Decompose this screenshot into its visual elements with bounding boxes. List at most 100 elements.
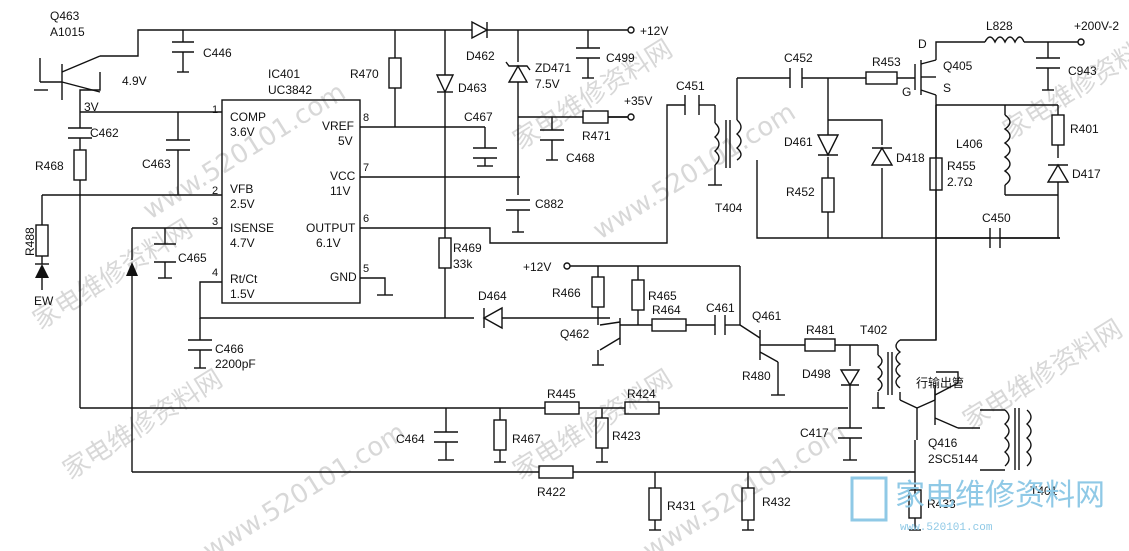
zd471-value: 7.5V <box>535 77 560 91</box>
capacitor-c463: C463 <box>142 139 190 171</box>
resistor-r433: R433 <box>908 489 956 519</box>
p200-label: +200V-2 <box>1074 19 1119 33</box>
pin1-name: COMP <box>230 110 266 124</box>
resistor-r464: R464 <box>651 303 687 332</box>
pin1-num: 1 <box>212 104 218 116</box>
capacitor-c499: C499 <box>576 47 635 65</box>
c451-label: C451 <box>676 79 705 93</box>
r469-value: 33k <box>453 257 473 271</box>
c417-label: C417 <box>800 426 829 440</box>
c465-label: C465 <box>178 251 207 265</box>
pin3-name: ISENSE <box>230 221 274 235</box>
r431-label: R431 <box>667 499 696 513</box>
zener-zd471: ZD471 7.5V <box>505 61 571 91</box>
c446-label: C446 <box>203 46 232 60</box>
resistor-r423: R423 <box>595 417 641 449</box>
r464-label: R464 <box>652 303 681 317</box>
r455-value: 2.7Ω <box>947 175 973 189</box>
d463-label: D463 <box>458 81 487 95</box>
capacitor-c461: C461 <box>706 301 735 335</box>
pin1-volt: 3.6V <box>230 125 255 139</box>
c882-label: C882 <box>535 197 564 211</box>
t402-label: T402 <box>860 323 888 337</box>
zd471-label: ZD471 <box>535 61 571 75</box>
transistor-q416: 行输出管 Q416 2SC5144 <box>916 371 980 466</box>
transistor-q461: Q461 <box>739 309 782 363</box>
resistor-r481: R481 <box>804 323 836 352</box>
r466-label: R466 <box>552 286 581 300</box>
resistor-r467: R467 <box>493 419 541 451</box>
pin2-volt: 2.5V <box>230 197 255 211</box>
r480-label: R480 <box>742 369 771 383</box>
q405-source: S <box>943 81 951 95</box>
pin7-volt: 11V <box>330 184 350 198</box>
ic401: IC401 UC3842 1 COMP 3.6V 2 VFB 2.5V 3 IS… <box>212 67 369 304</box>
capacitor-c882: C882 <box>506 197 564 211</box>
resistor-r471: R471 +35V <box>582 94 652 143</box>
capacitor-c465: C465 <box>126 243 207 276</box>
r401-label: R401 <box>1070 122 1099 136</box>
watermark-cn-4: 家电维修资料网 <box>508 364 678 486</box>
logo-cn: 家电维修资料网 <box>895 478 1105 513</box>
p12-lower-label: +12V <box>523 260 551 274</box>
resistor-r422: R422 <box>537 465 574 499</box>
r468-label: R468 <box>35 159 64 173</box>
pin6-volt: 6.1V <box>316 236 341 250</box>
d462-label: D462 <box>466 49 495 63</box>
resistor-r453: R453 <box>865 55 901 85</box>
site-logo: 家电维修资料网 www.520101.com <box>850 476 1105 534</box>
c461-label: C461 <box>706 301 735 315</box>
c468-label: C468 <box>566 151 595 165</box>
l406-label: L406 <box>956 137 983 151</box>
q405-gate: G <box>902 85 911 99</box>
capacitor-c468: C468 <box>540 129 595 165</box>
pin6-name: OUTPUT <box>306 221 356 235</box>
capacitor-c462: C462 <box>68 126 119 140</box>
watermark-cn-1: 家电维修资料网 <box>28 214 198 336</box>
resistor-r452: R452 <box>786 177 835 213</box>
rail-p12-top: +12V <box>627 24 668 38</box>
r423-label: R423 <box>612 429 641 443</box>
transistor-q463: Q463 A1015 4.9V 3V <box>50 9 147 114</box>
resistor-r468: R468 <box>35 149 87 181</box>
resistor-r465: R465 <box>631 279 677 311</box>
diode-d462: D462 <box>466 20 495 63</box>
q416-part: 2SC5144 <box>928 452 978 466</box>
c462-label: C462 <box>90 126 119 140</box>
pin8-name: VREF <box>322 119 354 133</box>
diode-d418: D418 <box>870 146 925 166</box>
r433-label: R433 <box>927 497 956 511</box>
watermark-cn-3: 家电维修资料网 <box>58 364 228 486</box>
c466-value: 2200pF <box>215 357 256 371</box>
resistor-r432: R432 <box>741 487 791 521</box>
p35-label: +35V <box>624 94 652 108</box>
capacitor-c452: C452 <box>784 51 813 88</box>
r488-label: R488 <box>23 227 37 256</box>
q463-part: A1015 <box>50 25 85 39</box>
q462-label: Q462 <box>560 327 590 341</box>
r469-label: R469 <box>453 241 482 255</box>
pin5-name: GND <box>330 270 357 284</box>
capacitor-c450: C450 <box>982 211 1060 248</box>
transformer-t401: T401 <box>1003 408 1058 498</box>
capacitor-c417: C417 <box>800 426 862 440</box>
transformer-t404: T404 <box>713 119 743 215</box>
r424-label: R424 <box>627 387 656 401</box>
watermark-cn-5: 家电维修资料网 <box>958 314 1128 436</box>
diode-d461: D461 <box>784 134 840 157</box>
r465-label: R465 <box>648 289 677 303</box>
ic401-body <box>221 99 361 304</box>
resistor-r480: R480 <box>742 369 779 395</box>
c464-label: C464 <box>396 432 425 446</box>
r470-label: R470 <box>350 67 379 81</box>
q416-label: Q416 <box>928 436 958 450</box>
pin6-num: 6 <box>363 213 369 225</box>
ic401-part: UC3842 <box>268 83 312 97</box>
capacitor-c943: C943 <box>1036 57 1097 78</box>
r467-label: R467 <box>512 432 541 446</box>
resistor-r431: R431 <box>648 487 696 521</box>
d498-label: D498 <box>802 367 831 381</box>
q463-ref: Q463 <box>50 9 80 23</box>
c943-label: C943 <box>1068 64 1097 78</box>
